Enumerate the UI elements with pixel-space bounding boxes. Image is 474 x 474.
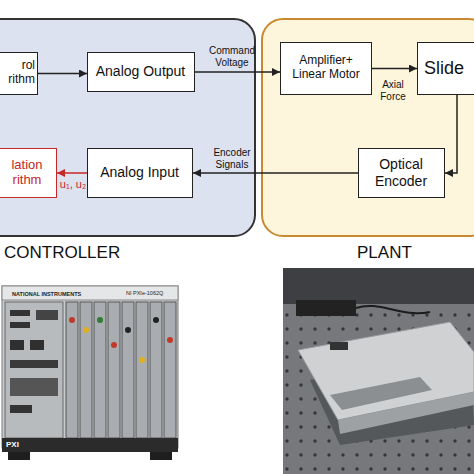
edge-label: Command Voltage [204,45,260,68]
slot-module [108,302,120,438]
process-box: lation rithm [0,148,57,198]
chassis-top [2,286,178,300]
connector [69,317,75,323]
edge-label: Encoder Signals [206,147,258,170]
text-block: Optical Encoder [361,149,441,196]
text-block: CONTROLLER [4,241,174,265]
box-label: Analog Input [90,164,189,180]
connector [153,317,159,323]
box-label: Amplifier+ Linear Motor [283,54,369,82]
connector [139,357,145,363]
connector [97,317,103,323]
text-block: PLANT [357,241,474,265]
edge-label: Axial Force [372,79,414,102]
connector [83,327,89,333]
port [10,405,32,413]
stage-block [330,342,348,350]
chassis-base [2,438,178,452]
signal-arrow [38,73,87,75]
brand-label: NATIONAL INSTRUMENTS [12,292,81,298]
text-block: rol rithm [2,53,35,93]
port [10,310,30,316]
connector [111,342,117,348]
text-block: Slide [424,43,474,93]
process-box: Amplifier+ Linear Motor [280,42,372,95]
model-label: NI PXIe-1062Q [126,291,163,297]
port [10,322,30,328]
port [36,310,58,320]
port [30,340,44,350]
box-label: Slide [424,58,474,79]
device [296,300,356,316]
slot-module [136,302,148,438]
signal-arrow [195,71,280,73]
slot-module [122,302,134,438]
process-box: Slide [417,42,474,95]
signal-arrow [57,172,87,174]
text-block: lation rithm [2,149,52,196]
connector [167,337,173,343]
pxi-chassis [2,286,178,460]
photo-background [283,268,474,474]
port [10,378,58,396]
text-block: Amplifier+ Linear Motor [283,43,369,93]
slot-module [150,302,162,438]
box-label: lation rithm [2,158,52,188]
box-label: Analog Output [90,63,191,79]
process-box: rol rithm [0,52,38,95]
plant-group: PLANTAmplifier+ Linear MotorSlideOptical… [261,18,474,237]
slot-module [80,302,92,438]
signal-arrow [193,172,358,174]
group-heading: CONTROLLER [4,243,174,263]
photo-wall [283,268,474,304]
group-heading: PLANT [357,243,474,263]
chassis-label: PXI [6,441,19,449]
box-label: rol rithm [2,59,35,87]
stage-slot [330,377,432,410]
edge-label: u₁, u₂ [56,178,90,191]
text-block: Analog Input [90,149,189,196]
process-box: Optical Encoder [358,148,445,198]
slot-module [164,302,176,438]
box-label: Optical Encoder [361,156,441,188]
chassis-body [2,286,178,448]
cable [356,306,430,313]
process-box: Analog Input [87,148,193,198]
signal-arrow [372,68,417,70]
controller-module [5,302,63,438]
slot-module [66,302,78,438]
stage-photo [283,268,474,474]
optical-table [283,304,474,474]
slot-module [94,302,106,438]
process-box: Analog Output [87,52,195,92]
text-block: Analog Output [90,53,191,90]
port [10,340,24,350]
chassis-foot [8,452,30,460]
connector [125,327,131,333]
chassis-foot [150,452,172,460]
port [10,360,58,368]
signal-arrow [445,95,457,173]
